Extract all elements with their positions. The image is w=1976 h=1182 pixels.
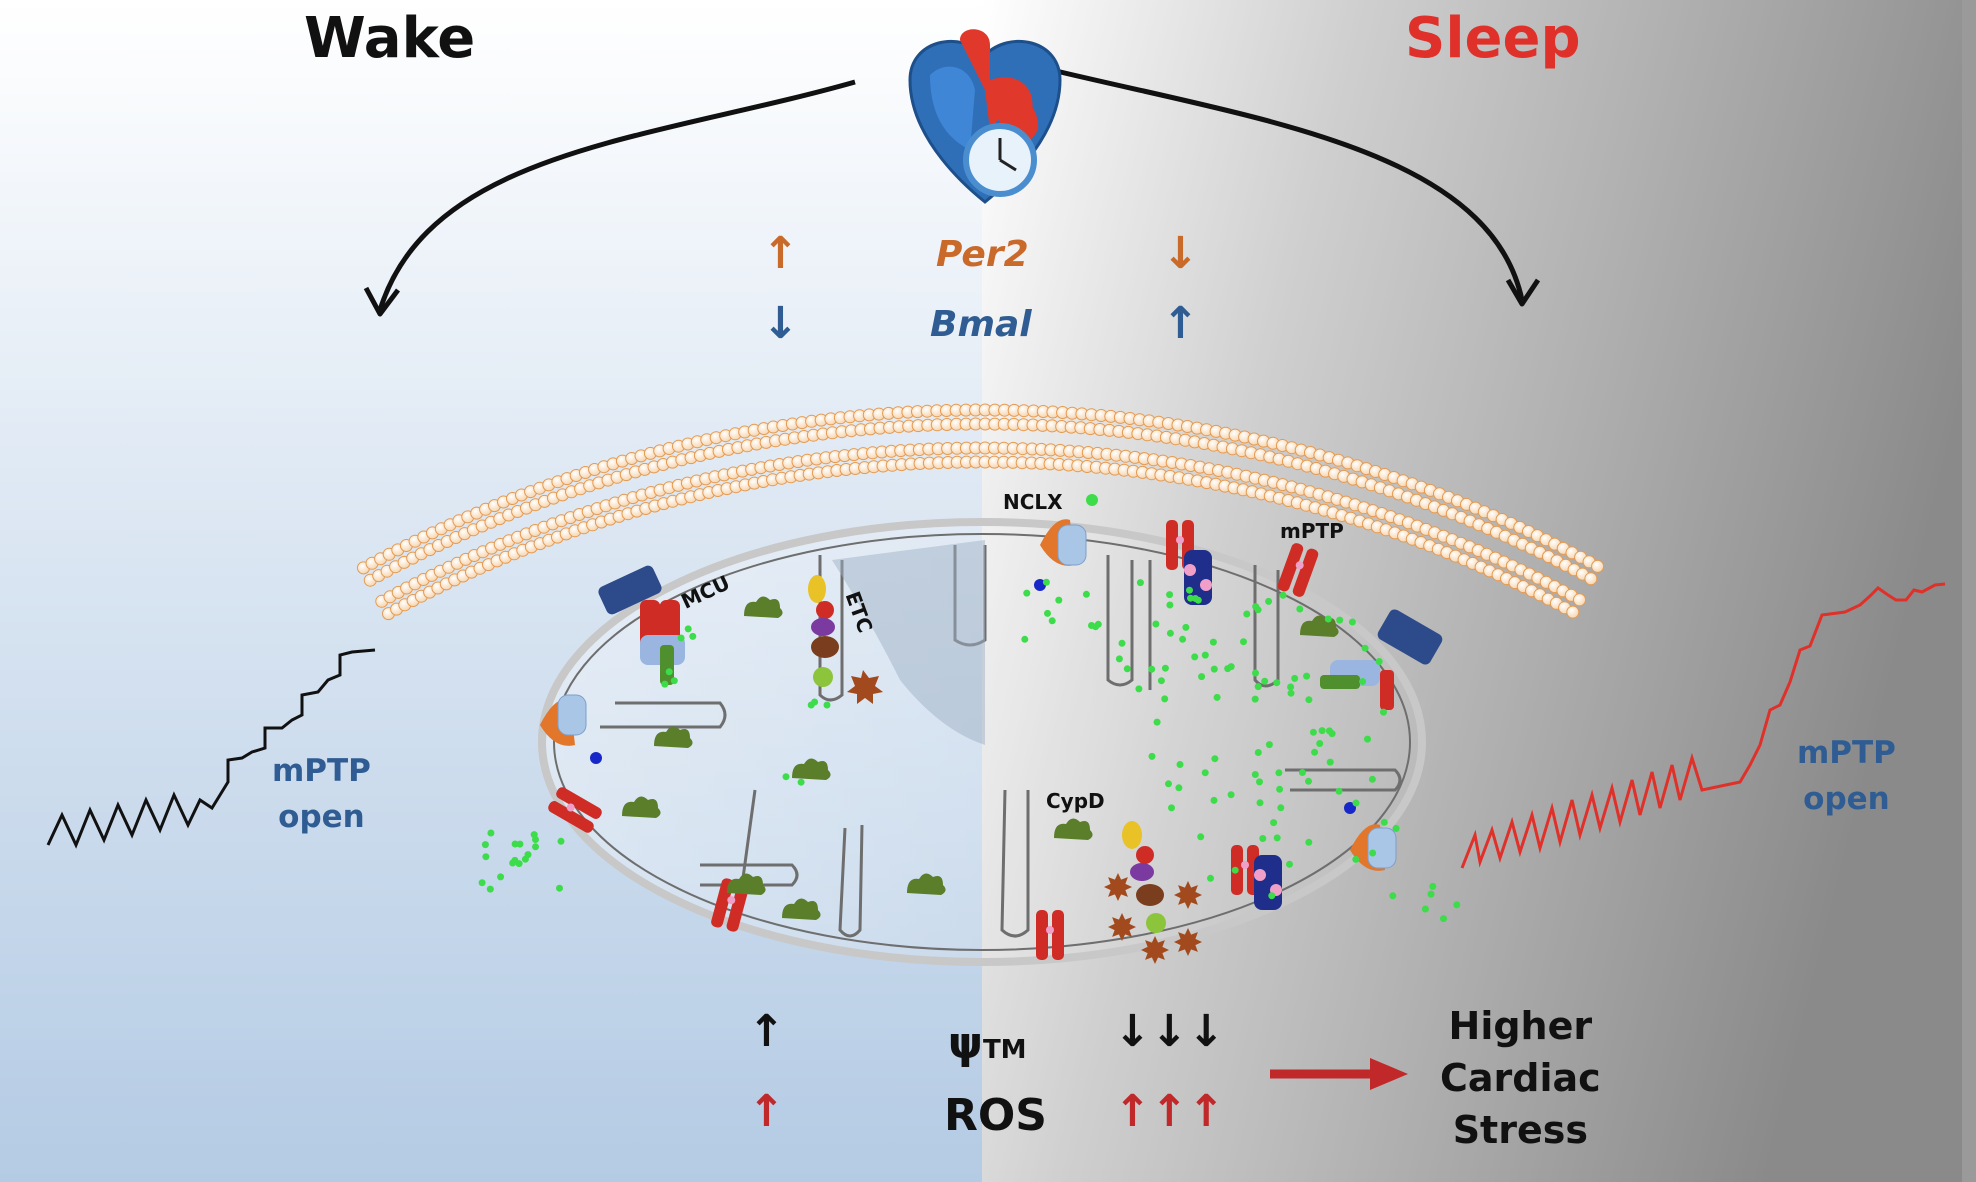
- sleep-mptp-trace: [1460, 582, 1946, 869]
- heart-with-clock-icon: [908, 29, 1062, 204]
- bmal-label: Bmal: [930, 304, 1032, 345]
- wake-psi-arrow: ↑: [748, 1006, 785, 1057]
- sleep-title: Sleep: [1405, 6, 1581, 71]
- wake-per2-arrow: ↑: [762, 228, 799, 279]
- ros-bursts: [1104, 873, 1202, 964]
- cell-membrane: [357, 403, 1605, 621]
- wake-mptp-trace: [46, 648, 376, 849]
- per2-label: Per2: [936, 234, 1029, 275]
- wake-curved-arrow: [377, 79, 856, 311]
- psi-tm-label: ψTM: [948, 1018, 1027, 1069]
- mitochondrion: [538, 518, 1426, 966]
- stress-arrow: [1270, 1058, 1408, 1090]
- higher-cardiac-stress-label: Higher Cardiac Stress: [1440, 1004, 1601, 1152]
- mcu-channel-wake: [598, 565, 685, 685]
- calcium-dots: [478, 578, 1461, 923]
- nclx-exchanger-wake: [540, 694, 602, 764]
- etc-complexes-wake: [808, 575, 883, 704]
- sleep-bmal-arrow: ↑: [1162, 298, 1199, 349]
- etc-complexes-sleep: [1122, 821, 1166, 933]
- mptp-pores: [548, 520, 1319, 960]
- mcu-channel-sleep: [1320, 609, 1443, 710]
- sleep-ros-arrows: ↑↑↑: [1114, 1086, 1225, 1137]
- ros-label: ROS: [944, 1090, 1047, 1141]
- sleep-curved-arrow: [1051, 67, 1525, 301]
- nclx-label: NCLX: [1003, 490, 1063, 514]
- cypd-proteins: [622, 596, 1339, 920]
- sleep-per2-arrow: ↓: [1162, 228, 1199, 279]
- wake-bmal-arrow: ↓: [762, 298, 799, 349]
- sleep-psi-arrows: ↓↓↓: [1114, 1006, 1225, 1057]
- cypd-label: CypD: [1046, 789, 1105, 813]
- wake-ros-arrow: ↑: [748, 1086, 785, 1137]
- mptp-label: mPTP: [1280, 519, 1344, 543]
- wake-title: Wake: [304, 6, 476, 71]
